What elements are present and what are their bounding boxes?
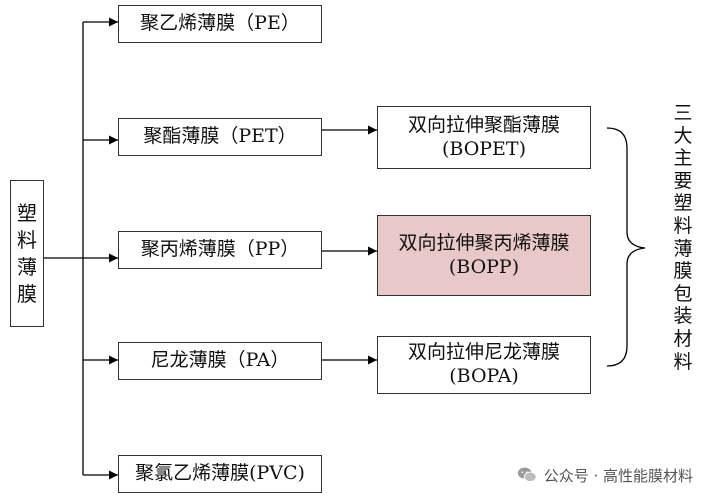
- root-box-plastic-film: 塑 料 薄 膜: [10, 180, 44, 327]
- root-char: 薄: [17, 254, 37, 279]
- stretched-name: 双向拉伸聚酯薄膜: [407, 113, 560, 136]
- wechat-icon: [517, 467, 537, 483]
- film-label: 聚酯薄膜（PET）: [143, 125, 297, 148]
- stretched-box-bopet: 双向拉伸聚酯薄膜 (BOPET): [377, 106, 591, 169]
- stretched-code: (BOPA): [449, 365, 519, 387]
- brace-char: 薄: [673, 237, 693, 260]
- brace-label: 三 大 主 要 塑 料 薄 膜 包 装 材 料: [669, 102, 697, 373]
- stretched-box-bopp: 双向拉伸聚丙烯薄膜 (BOPP): [377, 215, 591, 296]
- watermark-text: 公众号 · 高性能膜材料: [543, 466, 693, 485]
- film-label: 聚丙烯薄膜（PP）: [140, 238, 300, 261]
- brace-char: 装: [673, 305, 693, 328]
- film-box-pp: 聚丙烯薄膜（PP）: [118, 231, 322, 269]
- brace-char: 料: [673, 350, 693, 373]
- brace-char: 主: [673, 147, 693, 170]
- brace-char: 包: [673, 282, 693, 305]
- stretched-box-bopa: 双向拉伸尼龙薄膜 (BOPA): [377, 336, 591, 394]
- brace-char: 要: [673, 169, 693, 192]
- root-char: 料: [17, 227, 37, 252]
- stretched-code: (BOPET): [441, 137, 527, 160]
- watermark: 公众号 · 高性能膜材料: [516, 464, 693, 486]
- stretched-name: 双向拉伸尼龙薄膜: [407, 341, 560, 364]
- stretched-code: (BOPP): [448, 255, 520, 278]
- film-box-pvc: 聚氯乙烯薄膜(PVC): [118, 455, 322, 493]
- brace-char: 料: [673, 214, 693, 237]
- brace-char: 材: [673, 327, 693, 350]
- film-box-pa: 尼龙薄膜（PA）: [118, 342, 322, 380]
- stretched-name: 双向拉伸聚丙烯薄膜: [398, 231, 570, 254]
- curly-brace: [606, 127, 646, 367]
- film-label: 聚氯乙烯薄膜(PVC): [135, 462, 305, 485]
- film-box-pet: 聚酯薄膜（PET）: [118, 118, 322, 156]
- root-char: 膜: [17, 281, 37, 306]
- brace-char: 塑: [673, 192, 693, 215]
- film-label: 聚乙烯薄膜（PE）: [140, 12, 300, 35]
- film-box-pe: 聚乙烯薄膜（PE）: [118, 5, 322, 43]
- brace-char: 大: [673, 124, 693, 147]
- brace-char: 膜: [673, 260, 693, 283]
- brace-char: 三: [673, 102, 693, 124]
- film-label: 尼龙薄膜（PA）: [150, 349, 290, 372]
- root-char: 塑: [17, 200, 37, 225]
